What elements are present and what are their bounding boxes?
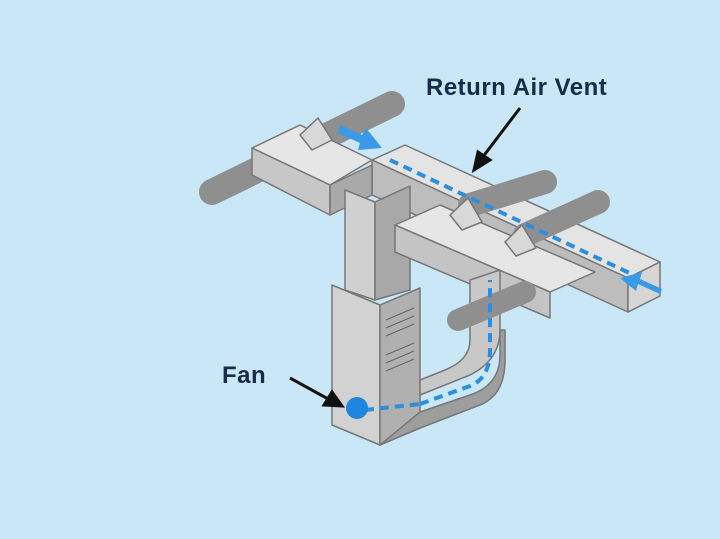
label-pointers bbox=[289, 107, 522, 408]
return-air-vent-label: Return Air Vent bbox=[426, 74, 608, 101]
airflow-arrow-top bbox=[338, 125, 382, 150]
airflow-arrows bbox=[338, 125, 662, 294]
return-air-vent-pointer bbox=[480, 107, 522, 159]
airflow-path bbox=[364, 158, 641, 412]
fan-label: Fan bbox=[222, 362, 267, 389]
boot-3 bbox=[504, 224, 537, 257]
furnace-front bbox=[331, 284, 381, 446]
fan-icon bbox=[346, 397, 368, 419]
vertical-duct-front bbox=[344, 189, 376, 301]
boot-2 bbox=[449, 197, 483, 231]
right-pipe-2 bbox=[513, 190, 610, 247]
supply-plenum-side bbox=[329, 164, 373, 216]
boot-1 bbox=[299, 117, 333, 151]
furnace-vents bbox=[385, 307, 415, 372]
right-pipe-1 bbox=[458, 170, 557, 217]
fan-pointer bbox=[289, 376, 331, 402]
airflow-arrow-right bbox=[620, 272, 662, 294]
vertical-duct-side bbox=[374, 185, 411, 301]
